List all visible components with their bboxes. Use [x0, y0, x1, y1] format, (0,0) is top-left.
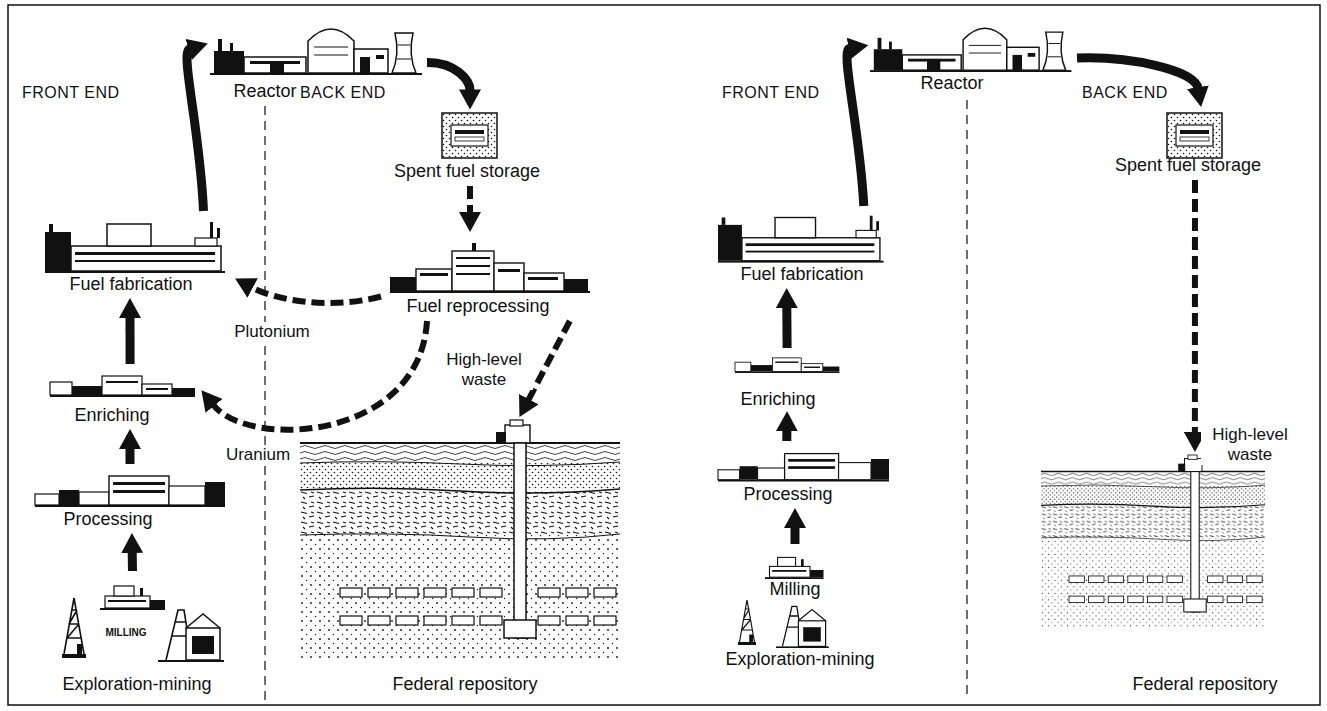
section-label: FRONT END [22, 84, 120, 102]
flow-arrow [126, 448, 135, 464]
stage-label: Fuel fabrication [740, 264, 863, 285]
edge-label-holder: High-level waste [435, 350, 533, 389]
section-label: BACK END [1082, 84, 1168, 102]
fuel-cycle-stage: Processing [718, 445, 890, 505]
flow-label: High-level waste [1201, 425, 1299, 464]
flow-arrow [427, 62, 470, 90]
stage-label: Federal repository [1132, 674, 1277, 695]
fuel-cycle-stage: Fuel reprocessing [385, 235, 595, 317]
flow-arrow [187, 49, 203, 211]
flow-arrow [791, 527, 800, 544]
mine-illustration [158, 610, 224, 662]
stage-label: Reactor [233, 81, 296, 102]
section-label-holder: BACK END [300, 84, 386, 102]
fuel-cycle-stage: Processing [32, 468, 228, 530]
flow-arrow [847, 48, 864, 206]
plant-illustration [718, 454, 889, 482]
repository-illustration [300, 420, 620, 660]
fuel-cycle-stage: Spent fuel storage [1105, 110, 1265, 176]
fuel-cycle-stage: Fuel fabrication [42, 215, 232, 295]
section-label-holder: FRONT END [722, 84, 820, 102]
factory-illustration [718, 216, 884, 263]
flow-arrow [782, 307, 791, 348]
fuel-cycle-stage: Milling [755, 548, 835, 600]
stage-label: Enriching [74, 405, 149, 426]
fuel-cycle-stage: Enriching [733, 352, 839, 410]
divider-line [966, 100, 967, 700]
dashed-flow-arrow [467, 186, 473, 213]
flow-arrow [126, 317, 135, 364]
mill-illustration [765, 557, 824, 579]
stage-label: Processing [743, 484, 832, 505]
flow-arrow [782, 430, 791, 441]
stage-label: Fuel fabrication [69, 274, 192, 295]
fuel-cycle-stage: Exploration-mining [712, 598, 894, 670]
reactor-illustration [870, 28, 1071, 72]
fuel-cycle-stage: Spent fuel storage [390, 110, 550, 182]
dashed-flow-arrow [213, 321, 427, 430]
flow-label: High-level waste [435, 350, 533, 389]
edge-label-holder: High-level waste [1201, 425, 1299, 464]
stage-label: Federal repository [392, 674, 537, 695]
repository-illustration [1041, 455, 1265, 628]
flow-label: Plutonium [231, 322, 313, 342]
stage-label: MILLING [105, 627, 146, 639]
stage-label: Milling [769, 579, 820, 600]
flow-arrow [128, 552, 137, 571]
storage-illustration [442, 113, 497, 158]
dashed-flow-arrow [528, 321, 570, 400]
edge-label-holder: Uranium [223, 445, 293, 465]
derrick-illustration [738, 600, 756, 645]
plant-illustration [390, 243, 590, 293]
edge-label-holder: Plutonium [231, 322, 313, 342]
factory-illustration [45, 222, 225, 273]
section-label-holder: FRONT END [22, 84, 120, 102]
stage-label: Enriching [740, 389, 815, 410]
stage-label: Processing [63, 509, 152, 530]
fuel-cycle-stage: MILLING [95, 575, 170, 638]
storage-illustration [1167, 113, 1222, 158]
section-label: FRONT END [722, 84, 820, 102]
section-label: BACK END [300, 84, 386, 102]
fuel-cycle-stage: Reactor [868, 14, 1073, 94]
section-label-holder: BACK END [1082, 84, 1168, 102]
fuel-cycle-stage: Federal repository [1040, 455, 1308, 695]
frame-border [8, 5, 1320, 705]
dashed-flow-arrow [1192, 180, 1198, 433]
dashed-flow-arrow [252, 288, 381, 303]
reactor-illustration [210, 29, 422, 75]
fuel-cycle-stage: Enriching [48, 368, 198, 426]
stage-label: Fuel reprocessing [406, 296, 549, 317]
plant-illustration [35, 476, 225, 507]
stage-label: Spent fuel storage [1115, 155, 1261, 176]
fuel-cycle-stage: Exploration-mining [40, 598, 235, 695]
derrick-illustration [62, 598, 86, 658]
flow-label: Uranium [223, 445, 293, 465]
stage-label: Exploration-mining [725, 649, 874, 670]
divider-line [264, 106, 265, 700]
plant-illustration [735, 358, 839, 373]
stage-label: Reactor [920, 73, 983, 94]
fuel-cycle-stage: Federal repository [298, 420, 623, 695]
mill-illustration [100, 586, 165, 610]
stage-label: Spent fuel storage [394, 161, 540, 182]
stage-label: Exploration-mining [62, 674, 211, 695]
fuel-cycle-stage: Fuel fabrication [715, 210, 890, 285]
plant-illustration [50, 376, 195, 397]
mine-illustration [776, 606, 829, 648]
